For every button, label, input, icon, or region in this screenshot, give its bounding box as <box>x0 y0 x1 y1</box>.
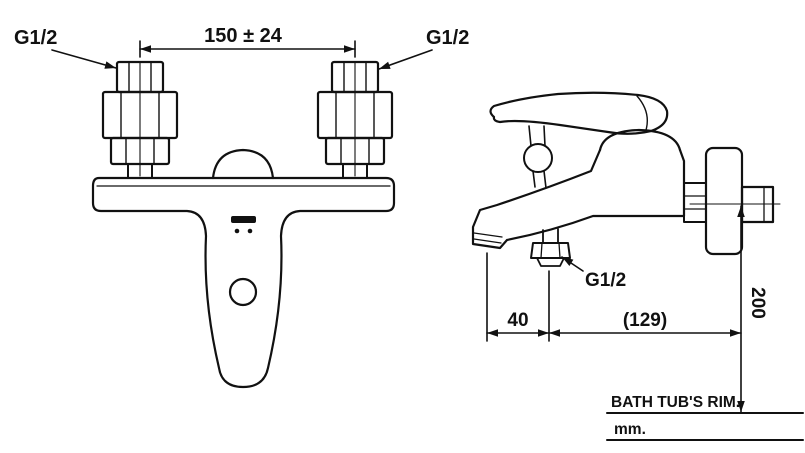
spacing-dimension-label: 150 ± 24 <box>204 25 283 47</box>
arrowhead <box>379 61 391 69</box>
spout-reach-dimension-label: 40 <box>507 310 528 331</box>
handle-dome-front <box>211 148 275 180</box>
hex-facets <box>343 61 367 93</box>
hex-nut-lower-right <box>324 136 386 166</box>
inlet-fitting-right <box>316 60 394 179</box>
height-dimension-label: 200 <box>747 287 768 319</box>
aerator-lines <box>473 232 503 244</box>
spout-ring-front <box>228 277 258 307</box>
side-view <box>471 91 781 267</box>
arrowhead <box>549 329 560 337</box>
bathtub-rim-label: BATH TUB'S RIM. <box>611 394 740 411</box>
hot-indicator-dot <box>234 228 240 234</box>
union-facets <box>335 91 375 139</box>
arrowhead <box>140 45 151 53</box>
leader-left-inlet <box>51 49 117 69</box>
lever-edge-line <box>636 95 649 131</box>
arrowhead <box>737 401 745 412</box>
depth-dimension-label: (129) <box>623 310 667 331</box>
diverter-tip <box>536 257 565 267</box>
arrowhead <box>104 61 116 69</box>
inlet-fitting-left <box>101 60 179 179</box>
inlet-label-right: G1/2 <box>426 27 469 49</box>
hex-nut-lower-left <box>109 136 171 166</box>
inlet-stem-left <box>127 163 153 179</box>
union-facets <box>120 91 160 139</box>
arrowhead <box>538 329 549 337</box>
diverter-thread-label: G1/2 <box>585 270 626 291</box>
diverter-nut-facets <box>540 242 561 259</box>
handle-lever <box>489 91 669 135</box>
arrowhead <box>487 329 498 337</box>
diverter-stem <box>542 228 559 244</box>
hex-facets <box>340 137 370 165</box>
mixer-body-front <box>91 176 396 389</box>
wall-mount <box>683 146 781 256</box>
wall-nut-facets <box>683 195 707 210</box>
indicator-plate <box>231 216 256 223</box>
diverter-knob-ball <box>523 143 553 173</box>
dimension-arrows <box>104 45 745 412</box>
arrowhead <box>737 206 745 217</box>
cold-indicator-dot <box>247 228 253 234</box>
hex-facets <box>125 137 155 165</box>
wall-nut <box>683 182 707 223</box>
cartridge-cap <box>598 128 682 152</box>
escutcheon-flange <box>704 146 744 256</box>
inlet-label-left: G1/2 <box>14 27 57 49</box>
extension-lines-bottom <box>486 252 550 342</box>
front-view <box>91 60 396 389</box>
dimension-lines <box>51 40 804 441</box>
knob-stem-lower <box>532 170 547 189</box>
hex-facets <box>128 61 152 93</box>
mixer-body-side <box>471 148 686 250</box>
knob-stem-upper <box>528 125 546 147</box>
arrowhead <box>562 257 574 266</box>
arrowhead <box>344 45 355 53</box>
arrowhead <box>730 329 741 337</box>
unit-label: mm. <box>614 421 646 438</box>
inlet-stem-right <box>342 163 368 179</box>
diverter-outlet <box>530 228 571 267</box>
diverter-nut <box>530 242 571 259</box>
